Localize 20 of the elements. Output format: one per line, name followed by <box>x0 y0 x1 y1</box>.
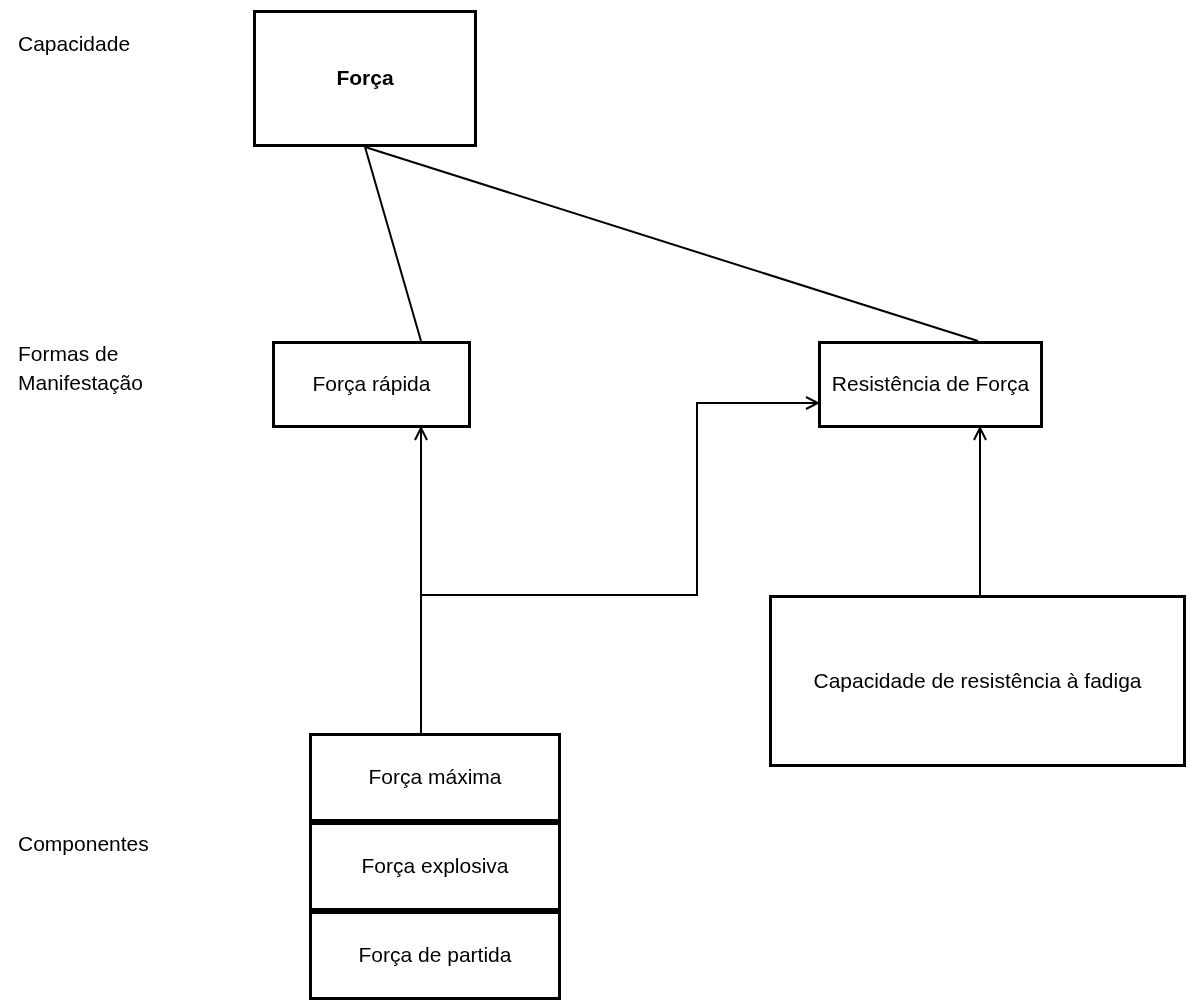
box <box>769 595 1186 767</box>
level-label: Componentes <box>18 831 150 857</box>
box <box>253 10 477 147</box>
box <box>818 341 1043 428</box>
box <box>309 911 561 1000</box>
box-label: Resistência de Força <box>831 371 1030 398</box>
box-label: Capacidade de resistência à fadiga <box>813 667 1142 694</box>
box <box>272 341 471 428</box>
box-label: Força de partida <box>358 942 512 969</box>
box <box>309 822 561 911</box>
level-label: Capacidade <box>18 31 132 57</box>
connector-line <box>364 146 422 342</box>
level-label: Formas de Manifestação <box>18 341 144 396</box>
box-label: Força explosiva <box>361 853 509 880</box>
box-label: Força máxima <box>368 764 502 791</box>
arrow <box>973 427 987 596</box>
box-label: Força rápida <box>312 371 431 398</box>
box <box>309 733 561 822</box>
connector-line <box>364 146 979 342</box>
box-label: Força <box>336 65 394 92</box>
